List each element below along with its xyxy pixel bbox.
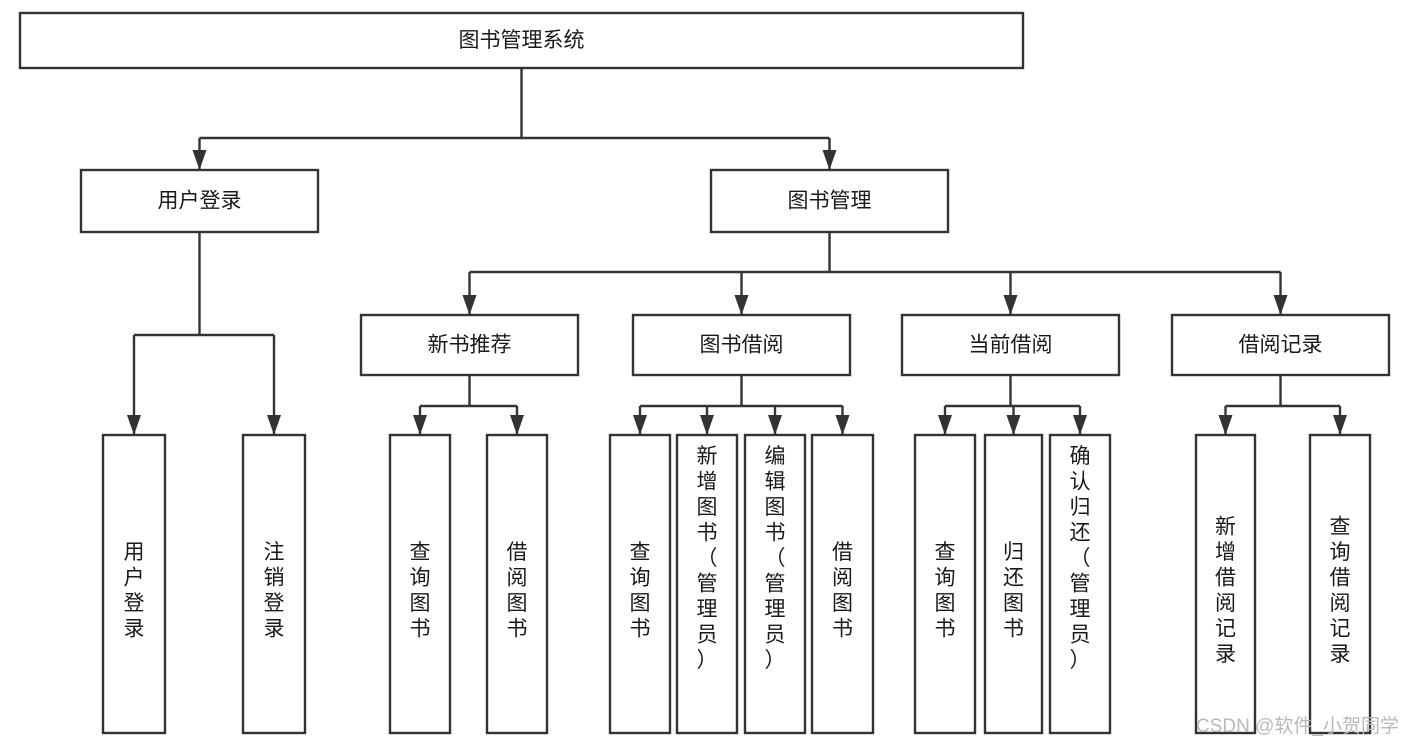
node-label-leaf-query-borrow-record: 查询借阅记录 bbox=[1330, 515, 1351, 666]
arrow-head-icon-new-book-recommend bbox=[462, 295, 477, 315]
node-box-undefined[interactable] bbox=[18, 11, 1025, 70]
node-box-borrow-record[interactable] bbox=[1170, 313, 1391, 377]
node-leaf-user-login[interactable]: 用户登录 bbox=[101, 433, 167, 735]
arrow-head-icon-current-borrow bbox=[1003, 295, 1018, 315]
arrow-head-icon-leaf-query-borrow-record bbox=[1333, 415, 1347, 435]
node-leaf-add-book[interactable]: 新增图书（管理员） bbox=[675, 433, 739, 735]
node-undefined[interactable]: 图书管理系统 bbox=[18, 11, 1025, 70]
node-label-new-book-recommend: 新书推荐 bbox=[428, 334, 512, 357]
node-label-book-borrow: 图书借阅 bbox=[700, 334, 784, 357]
arrow-head-icon-leaf-add-book bbox=[700, 415, 714, 435]
node-box-leaf-add-book[interactable] bbox=[675, 433, 739, 735]
node-box-book-borrow[interactable] bbox=[631, 313, 852, 377]
node-book-borrow[interactable]: 图书借阅 bbox=[631, 313, 852, 377]
node-leaf-logout[interactable]: 注销登录 bbox=[241, 433, 307, 735]
arrow-head-icon-leaf-return-book bbox=[1006, 415, 1021, 435]
node-box-leaf-add-borrow-record[interactable] bbox=[1194, 433, 1257, 735]
node-label-leaf-confirm-return: 确认归还（管理员） bbox=[1070, 445, 1091, 672]
node-box-leaf-user-login[interactable] bbox=[101, 433, 167, 735]
node-label-leaf-query-book-cur: 查询图书 bbox=[935, 541, 956, 641]
node-new-book-recommend[interactable]: 新书推荐 bbox=[359, 313, 580, 377]
node-box-leaf-query-book-cur[interactable] bbox=[913, 433, 977, 735]
node-leaf-add-borrow-record[interactable]: 新增借阅记录 bbox=[1194, 433, 1257, 735]
node-box-current-borrow[interactable] bbox=[900, 313, 1121, 377]
node-leaf-confirm-return[interactable]: 确认归还（管理员） bbox=[1048, 433, 1112, 735]
node-box-leaf-query-book-borrow[interactable] bbox=[608, 433, 672, 735]
arrow-head-icon-leaf-user-login bbox=[127, 415, 141, 435]
node-label-undefined: 图书管理系统 bbox=[459, 29, 585, 52]
node-leaf-borrow-book[interactable]: 借阅图书 bbox=[810, 433, 875, 735]
node-box-leaf-edit-book[interactable] bbox=[743, 433, 807, 735]
arrow-head-icon-leaf-borrow-book bbox=[835, 415, 850, 435]
node-box-leaf-query-book-rec[interactable] bbox=[388, 433, 452, 735]
arrow-head-icon-leaf-edit-book bbox=[768, 415, 782, 435]
arrow-head-icon-leaf-query-book-rec bbox=[413, 415, 427, 435]
node-label-current-borrow: 当前借阅 bbox=[969, 334, 1053, 357]
csdn-watermark: CSDN @软件_小贺同学 bbox=[1196, 715, 1399, 737]
node-leaf-edit-book[interactable]: 编辑图书（管理员） bbox=[743, 433, 807, 735]
node-box-user-login[interactable] bbox=[79, 168, 320, 234]
node-label-leaf-borrow-book-rec: 借阅图书 bbox=[507, 541, 528, 641]
arrow-head-icon-leaf-confirm-return bbox=[1073, 415, 1087, 435]
node-label-book-manage: 图书管理 bbox=[788, 190, 872, 213]
arrow-head-icon-leaf-borrow-book-rec bbox=[510, 415, 524, 435]
arrow-head-icon-book-manage bbox=[822, 150, 837, 170]
arrow-head-icon-leaf-add-borrow-record bbox=[1218, 415, 1233, 435]
arrow-head-icon-leaf-query-book-borrow bbox=[633, 415, 647, 435]
node-leaf-query-borrow-record[interactable]: 查询借阅记录 bbox=[1308, 433, 1372, 735]
node-box-leaf-query-borrow-record[interactable] bbox=[1308, 433, 1372, 735]
arrow-head-icon-leaf-query-book-cur bbox=[938, 415, 952, 435]
node-current-borrow[interactable]: 当前借阅 bbox=[900, 313, 1121, 377]
node-label-leaf-borrow-book: 借阅图书 bbox=[832, 541, 853, 641]
node-box-leaf-confirm-return[interactable] bbox=[1048, 433, 1112, 735]
node-leaf-query-book-borrow[interactable]: 查询图书 bbox=[608, 433, 672, 735]
node-label-leaf-edit-book: 编辑图书（管理员） bbox=[765, 445, 786, 672]
node-label-leaf-add-borrow-record: 新增借阅记录 bbox=[1215, 515, 1236, 666]
node-label-leaf-query-book-borrow: 查询图书 bbox=[630, 541, 651, 641]
node-box-leaf-return-book[interactable] bbox=[983, 433, 1044, 735]
arrow-head-icon-leaf-logout bbox=[267, 415, 281, 435]
connector-layer bbox=[127, 68, 1347, 435]
node-label-leaf-add-book: 新增图书（管理员） bbox=[697, 445, 718, 672]
node-box-leaf-borrow-book[interactable] bbox=[810, 433, 875, 735]
node-label-user-login: 用户登录 bbox=[158, 190, 242, 213]
node-user-login[interactable]: 用户登录 bbox=[79, 168, 320, 234]
node-label-leaf-logout: 注销登录 bbox=[264, 541, 285, 641]
node-layer: 图书管理系统用户登录图书管理新书推荐图书借阅当前借阅借阅记录用户登录注销登录查询… bbox=[18, 11, 1391, 735]
node-leaf-query-book-cur[interactable]: 查询图书 bbox=[913, 433, 977, 735]
node-borrow-record[interactable]: 借阅记录 bbox=[1170, 313, 1391, 377]
node-book-manage[interactable]: 图书管理 bbox=[709, 168, 950, 234]
node-box-leaf-logout[interactable] bbox=[241, 433, 307, 735]
arrow-head-icon-borrow-record bbox=[1273, 295, 1288, 315]
node-leaf-return-book[interactable]: 归还图书 bbox=[983, 433, 1044, 735]
arrow-head-icon-user-login bbox=[192, 150, 207, 170]
node-leaf-query-book-rec[interactable]: 查询图书 bbox=[388, 433, 452, 735]
node-label-leaf-query-book-rec: 查询图书 bbox=[410, 541, 431, 641]
node-label-leaf-user-login: 用户登录 bbox=[124, 541, 145, 641]
node-label-borrow-record: 借阅记录 bbox=[1239, 334, 1323, 357]
node-box-leaf-borrow-book-rec[interactable] bbox=[485, 433, 549, 735]
node-box-new-book-recommend[interactable] bbox=[359, 313, 580, 377]
node-label-leaf-return-book: 归还图书 bbox=[1003, 541, 1024, 641]
node-box-book-manage[interactable] bbox=[709, 168, 950, 234]
node-leaf-borrow-book-rec[interactable]: 借阅图书 bbox=[485, 433, 549, 735]
arrow-head-icon-book-borrow bbox=[734, 295, 749, 315]
